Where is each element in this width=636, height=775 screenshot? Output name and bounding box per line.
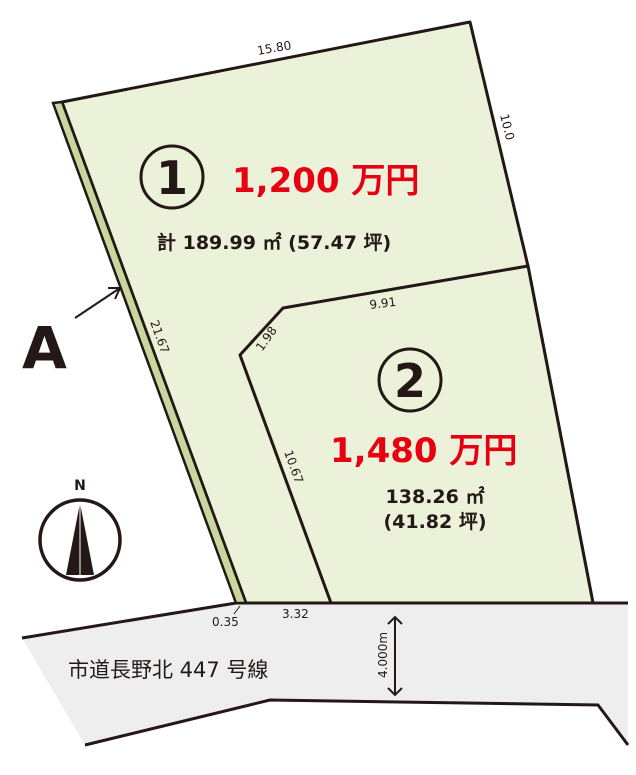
lot-2-number: 2 [394, 354, 426, 408]
view-marker-arrow [74, 287, 122, 319]
lot-2[interactable] [238, 264, 595, 605]
road [22, 603, 628, 745]
lot-2-number-circle [377, 347, 443, 413]
view-marker-label: A [22, 314, 67, 382]
compass-north-label: N [74, 478, 86, 494]
dim-frontage: 3.32 [282, 607, 309, 621]
lot-2-price: 1,480 万円 [330, 431, 517, 471]
lot-1-price: 1,200 万円 [232, 161, 419, 201]
lot-2-area-m2: 138.26 ㎡ [386, 485, 485, 508]
lot-1-number: 1 [156, 151, 188, 205]
dim-strip-width: 0.35 [212, 615, 239, 629]
dim-right-upper: 10.0 [497, 112, 517, 141]
road-width-arrow [387, 615, 403, 697]
dim-road-width: 4.000m [376, 632, 390, 678]
lot-1-number-circle [139, 144, 205, 210]
lot-1-area: 計 189.99 ㎡ (57.47 坪) [157, 231, 391, 254]
road-name: 市道長野北 447 号線 [68, 658, 268, 682]
strip-parcel [51, 100, 248, 605]
dim-lot2-top: 9.91 [369, 295, 397, 312]
north-compass-icon [38, 498, 122, 582]
dim-top: 15.80 [256, 38, 292, 58]
road-edge-bottom [84, 698, 630, 747]
strip-pointer [233, 605, 241, 615]
lot-2-area-tsubo: (41.82 坪) [383, 511, 486, 533]
